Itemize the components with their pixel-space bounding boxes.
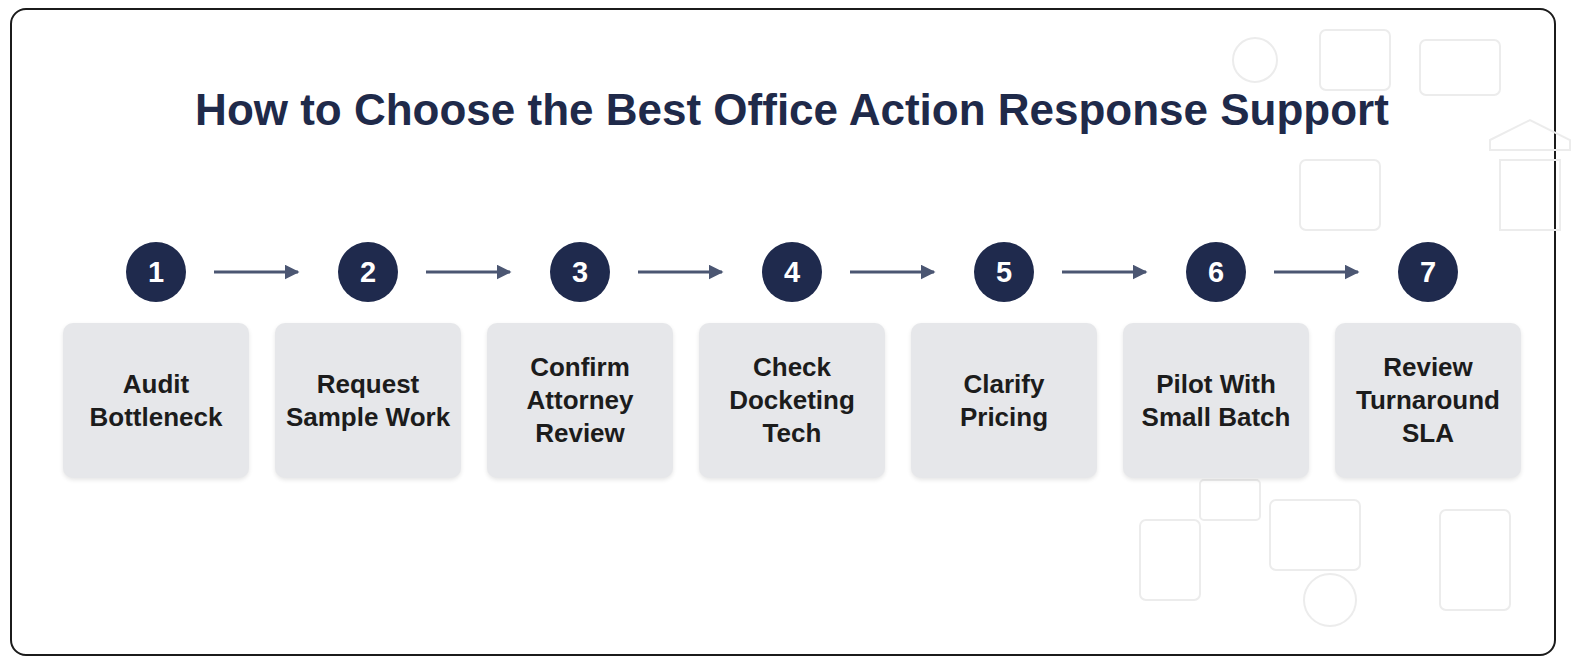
step-box: Audit Bottleneck bbox=[63, 323, 249, 478]
step-box: Request Sample Work bbox=[275, 323, 461, 478]
step-number: 4 bbox=[762, 242, 822, 302]
flow-arrow bbox=[214, 271, 298, 274]
step-number: 3 bbox=[550, 242, 610, 302]
step-number-text: 5 bbox=[996, 258, 1012, 287]
flow-arrow bbox=[426, 271, 510, 274]
step-label: Check Docketing Tech bbox=[707, 351, 877, 450]
step-label: Pilot With Small Batch bbox=[1131, 368, 1301, 434]
diagram-title: How to Choose the Best Office Action Res… bbox=[0, 80, 1584, 140]
step-number-text: 3 bbox=[572, 258, 588, 287]
flow-arrow bbox=[1062, 271, 1146, 274]
step-box: Check Docketing Tech bbox=[699, 323, 885, 478]
step-number: 6 bbox=[1186, 242, 1246, 302]
step-number: 2 bbox=[338, 242, 398, 302]
flow-arrow bbox=[850, 271, 934, 274]
step-box: Review Turnaround SLA bbox=[1335, 323, 1521, 478]
step-box: Confirm Attorney Review bbox=[487, 323, 673, 478]
step-number-text: 2 bbox=[360, 258, 376, 287]
step-number-text: 1 bbox=[148, 258, 164, 287]
step-box: Clarify Pricing bbox=[911, 323, 1097, 478]
step-number: 5 bbox=[974, 242, 1034, 302]
step-label: Review Turnaround SLA bbox=[1343, 351, 1513, 450]
step-label: Audit Bottleneck bbox=[71, 368, 241, 434]
flow-arrow bbox=[1274, 271, 1358, 274]
step-label: Request Sample Work bbox=[283, 368, 453, 434]
step-label: Confirm Attorney Review bbox=[495, 351, 665, 450]
step-number-text: 7 bbox=[1420, 258, 1436, 287]
step-number: 1 bbox=[126, 242, 186, 302]
step-number-text: 6 bbox=[1208, 258, 1224, 287]
step-number-text: 4 bbox=[784, 258, 800, 287]
step-box: Pilot With Small Batch bbox=[1123, 323, 1309, 478]
step-number: 7 bbox=[1398, 242, 1458, 302]
flow-arrow bbox=[638, 271, 722, 274]
step-label: Clarify Pricing bbox=[919, 368, 1089, 434]
